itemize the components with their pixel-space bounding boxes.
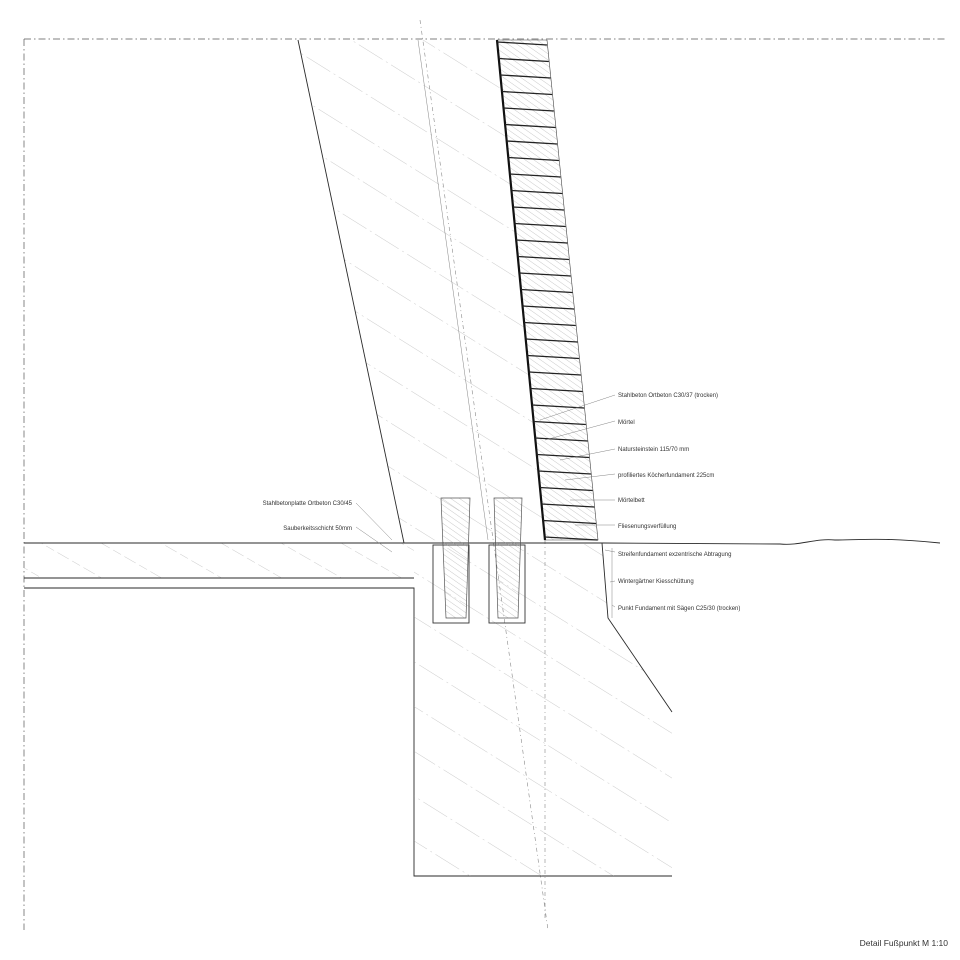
brick-joint	[497, 41, 548, 46]
brick-joint	[530, 387, 583, 393]
label-mortar: Mörtel	[618, 420, 635, 426]
brick-joint	[514, 222, 566, 228]
label-backfill: Fliesenungsverfüllung	[618, 524, 676, 530]
brick-joint	[525, 338, 578, 343]
brick-joint	[506, 140, 558, 145]
brick-joint	[505, 123, 556, 129]
label-point-foundation: Punkt Fundament mit Sägen C25/30 (trocke…	[618, 606, 740, 612]
brick-joint	[533, 420, 586, 426]
label-blinding-layer: Sauberkeitsschicht 50mm	[283, 526, 352, 532]
brick-joint	[522, 305, 575, 310]
wall-inner-line	[417, 39, 489, 541]
label-natural-stone: Natursteinstein 115/70 mm	[618, 447, 689, 453]
leader-lines	[355, 394, 616, 608]
label-reinforced-concrete: Stahlbeton Ortbeton C30/37 (trocken)	[618, 393, 718, 399]
brick-joint	[519, 272, 571, 277]
brick-joint	[541, 503, 595, 508]
foundation-edge	[601, 542, 673, 713]
brick-joint	[524, 321, 576, 327]
wall-concrete	[298, 40, 545, 543]
brick-joint	[503, 107, 554, 112]
brick-joint	[501, 90, 553, 96]
brick-joint	[535, 437, 588, 442]
anchor-socket-right	[488, 497, 526, 624]
brick-joint	[498, 57, 549, 63]
drawing-title: Detail Fußpunkt M 1:10	[860, 938, 949, 948]
floor-slab	[24, 543, 414, 578]
brick-joint	[508, 156, 560, 162]
brick-joint	[528, 371, 581, 376]
brick-joint	[516, 239, 568, 244]
terrain-line	[601, 538, 941, 545]
brick-joint	[512, 206, 565, 211]
label-concrete-slab: Stahlbetonplatte Ortbeton C30/45	[263, 501, 353, 507]
brick-joint	[532, 404, 585, 409]
brick-joint	[543, 519, 597, 525]
brick-joint	[539, 486, 593, 492]
anchor-socket-left	[432, 497, 471, 624]
strip-foundation	[414, 543, 672, 876]
brick-joint	[520, 288, 573, 294]
label-mortar-bed: Mörtelbett	[618, 498, 645, 504]
brick-joint	[517, 255, 570, 261]
label-strip-foundation: Streifenfundament exzentrische Abtragung	[618, 552, 731, 558]
label-gravel-fill: Wintergärtner Kiesschüttung	[618, 579, 694, 585]
brick-joint	[500, 74, 551, 79]
brick-courses	[497, 41, 598, 541]
brick-joint	[536, 453, 590, 459]
brick-joint	[527, 354, 580, 360]
brick-joint	[538, 470, 591, 475]
brick-joint	[511, 189, 563, 195]
brick-joint	[509, 173, 561, 178]
label-socket-foundation: profiliertes Köcherfundament 225cm	[618, 473, 714, 479]
brick-joint	[544, 536, 598, 541]
wall-left-edge	[297, 39, 405, 544]
